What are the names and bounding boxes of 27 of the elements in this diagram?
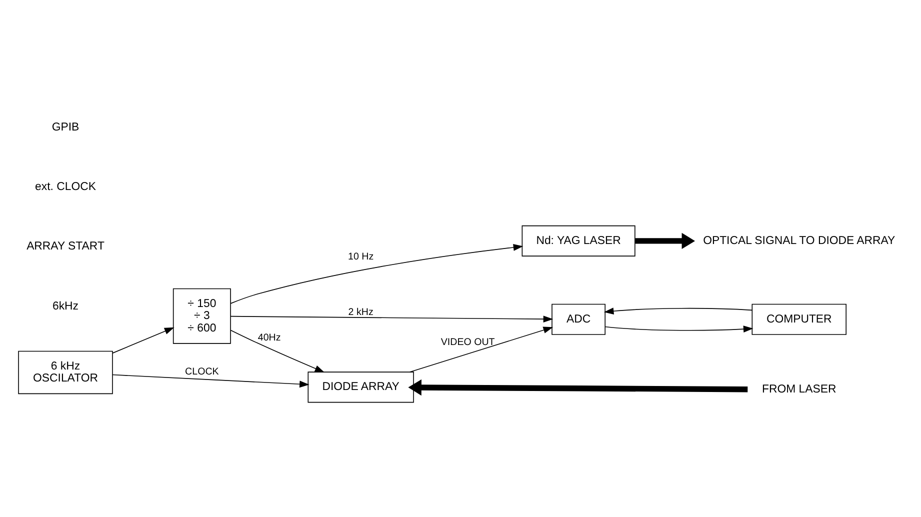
node-box: ADC (552, 304, 606, 335)
edge-label: VIDEO OUT (440, 337, 495, 348)
node-box: COMPUTER (752, 304, 846, 335)
arrow (409, 326, 554, 372)
node-box: DIODE ARRAY (308, 372, 414, 403)
label: 6kHz (52, 300, 79, 312)
arrow (112, 327, 174, 354)
node-text: OPTICAL SIGNAL TO DIODE ARRAY (703, 234, 896, 247)
arrow (230, 244, 524, 304)
arrow (604, 326, 754, 332)
label: GPIB (52, 121, 80, 134)
edge-label: CLOCK (185, 366, 219, 378)
edge-label: 10 Hz (348, 251, 374, 262)
arrow (408, 379, 748, 396)
node-box: ÷ 150 ÷ 3 ÷ 600 (172, 288, 231, 344)
label: ARRAY START (26, 240, 104, 253)
node-box: 6 kHz OSCILATOR (18, 350, 113, 394)
label: ext. CLOCK (35, 181, 96, 194)
edge-label: 40Hz (258, 332, 281, 344)
arrow (230, 316, 554, 322)
arrow (635, 232, 695, 250)
arrow (604, 308, 752, 314)
node-text: FROM LASER (762, 384, 836, 396)
node-box: Nd: YAG LASER (522, 225, 636, 256)
arrow (230, 330, 325, 372)
edge-label: 2 kHz (348, 306, 374, 318)
arrow (112, 374, 310, 388)
